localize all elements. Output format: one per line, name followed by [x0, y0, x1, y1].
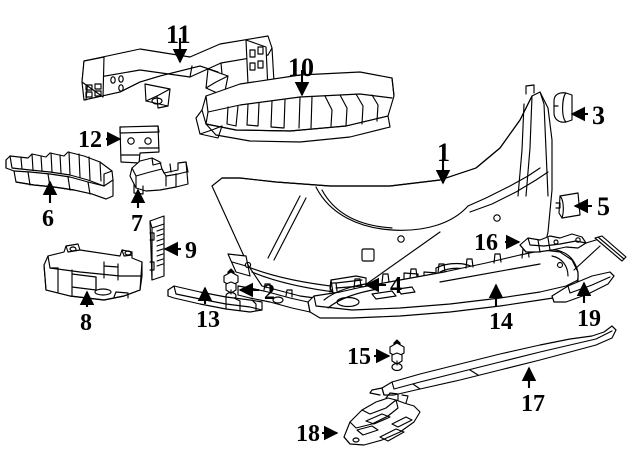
- callout-label-4: 4: [390, 273, 402, 299]
- callout-label-9: 9: [185, 238, 197, 264]
- arrow-group: [42, 38, 592, 441]
- callout-label-13: 13: [196, 307, 220, 333]
- callout-label-16: 16: [474, 230, 498, 256]
- part-side-bracket-left: [129, 157, 189, 195]
- callout-label-1: 1: [437, 138, 450, 167]
- part-bumper-reinforcement-absorber: [195, 71, 395, 143]
- part-lower-trim-molding: [369, 325, 617, 396]
- part-retainer-clip-upper: [223, 268, 239, 301]
- callout-label-6: 6: [42, 206, 54, 232]
- callout-label-10: 10: [288, 53, 314, 82]
- callout-label-2: 2: [264, 279, 275, 304]
- callout-label-3: 3: [592, 101, 605, 130]
- callout-label-5: 5: [597, 192, 610, 221]
- part-retainer-strip-vertical: [149, 215, 165, 281]
- part-mounting-bracket-small: [119, 125, 160, 164]
- callout-label-19: 19: [577, 306, 601, 332]
- callout-label-12: 12: [78, 127, 102, 153]
- part-valance-strut: [573, 235, 627, 271]
- callout-label-17: 17: [521, 391, 545, 417]
- callout-label-11: 11: [166, 20, 191, 49]
- part-splash-shield: [343, 392, 421, 446]
- part-bumper-support-bracket: [43, 243, 143, 301]
- callout-label-8: 8: [80, 310, 92, 336]
- part-bumper-impact-beam: [81, 35, 275, 109]
- part-energy-absorber-left: [5, 151, 114, 200]
- callout-label-15: 15: [347, 344, 371, 370]
- callout-label-7: 7: [131, 211, 143, 237]
- callout-label-14: 14: [489, 309, 513, 335]
- part-side-mounting-bracket-right: [519, 233, 597, 253]
- callout-label-18: 18: [296, 421, 320, 447]
